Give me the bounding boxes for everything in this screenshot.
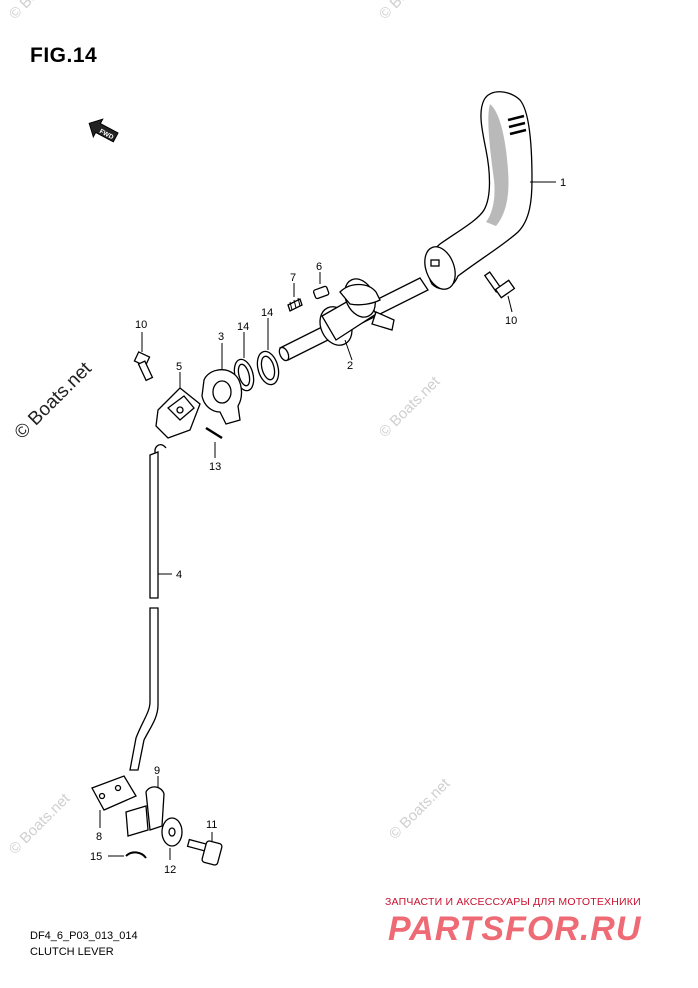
part-14-o-ring-b — [256, 318, 280, 386]
callout-8: 8 — [96, 831, 102, 843]
part-8-bracket — [91, 775, 149, 837]
callout-3: 3 — [218, 331, 224, 343]
callout-9: 9 — [154, 765, 160, 777]
part-4-rod — [129, 444, 172, 771]
watermark-faint-3: © Boats.net — [6, 790, 74, 858]
callout-7: 7 — [290, 272, 296, 284]
diagram-name: CLUTCH LEVER — [30, 946, 114, 958]
part-6-key — [312, 272, 330, 300]
callout-11: 11 — [206, 819, 217, 831]
watermark-main: © Boats.net — [11, 358, 97, 444]
callout-13: 13 — [209, 461, 221, 473]
part-9-clip — [145, 776, 165, 831]
part-12-washer — [161, 817, 183, 860]
callout-15: 15 — [90, 851, 102, 863]
callout-6: 6 — [316, 261, 322, 273]
callout-2: 2 — [347, 360, 353, 372]
callout-10-left: 10 — [135, 319, 147, 331]
callout-5: 5 — [176, 361, 182, 373]
callout-10-right: 10 — [505, 315, 517, 327]
callout-14-b: 14 — [261, 307, 273, 319]
watermark-faint-5: © Boats.net — [6, 0, 74, 23]
part-1-clutch-lever — [424, 91, 556, 290]
brand-logo: PARTSFOR.RU — [388, 910, 642, 948]
part-5-bracket — [155, 372, 201, 439]
watermark-faint-2: © Boats.net — [386, 775, 454, 843]
callout-12: 12 — [164, 864, 176, 876]
part-15-e-clip — [108, 851, 147, 859]
diagram-code: DF4_6_P03_013_014 — [30, 930, 138, 942]
part-13-pin — [205, 426, 223, 458]
part-11-bolt — [186, 832, 223, 866]
brand-tagline: ЗАПЧАСТИ И АКСЕССУАРЫ ДЛЯ МОТОТЕХНИКИ — [385, 896, 641, 908]
callout-14-a: 14 — [237, 321, 249, 333]
part-2-shaft — [278, 277, 429, 362]
callout-1: 1 — [560, 177, 566, 189]
part-10-bolt-upper — [483, 271, 516, 313]
part-10-bolt-left — [133, 332, 154, 382]
callout-4: 4 — [176, 569, 182, 581]
fwd-arrow-icon: FWD — [88, 118, 119, 143]
watermark-faint-1: © Boats.net — [376, 373, 444, 441]
watermark-faint-4: © Boats.net — [376, 0, 444, 23]
part-7-spring — [287, 283, 303, 312]
part-3-plate — [201, 343, 243, 425]
figure-title: FIG.14 — [30, 44, 98, 67]
